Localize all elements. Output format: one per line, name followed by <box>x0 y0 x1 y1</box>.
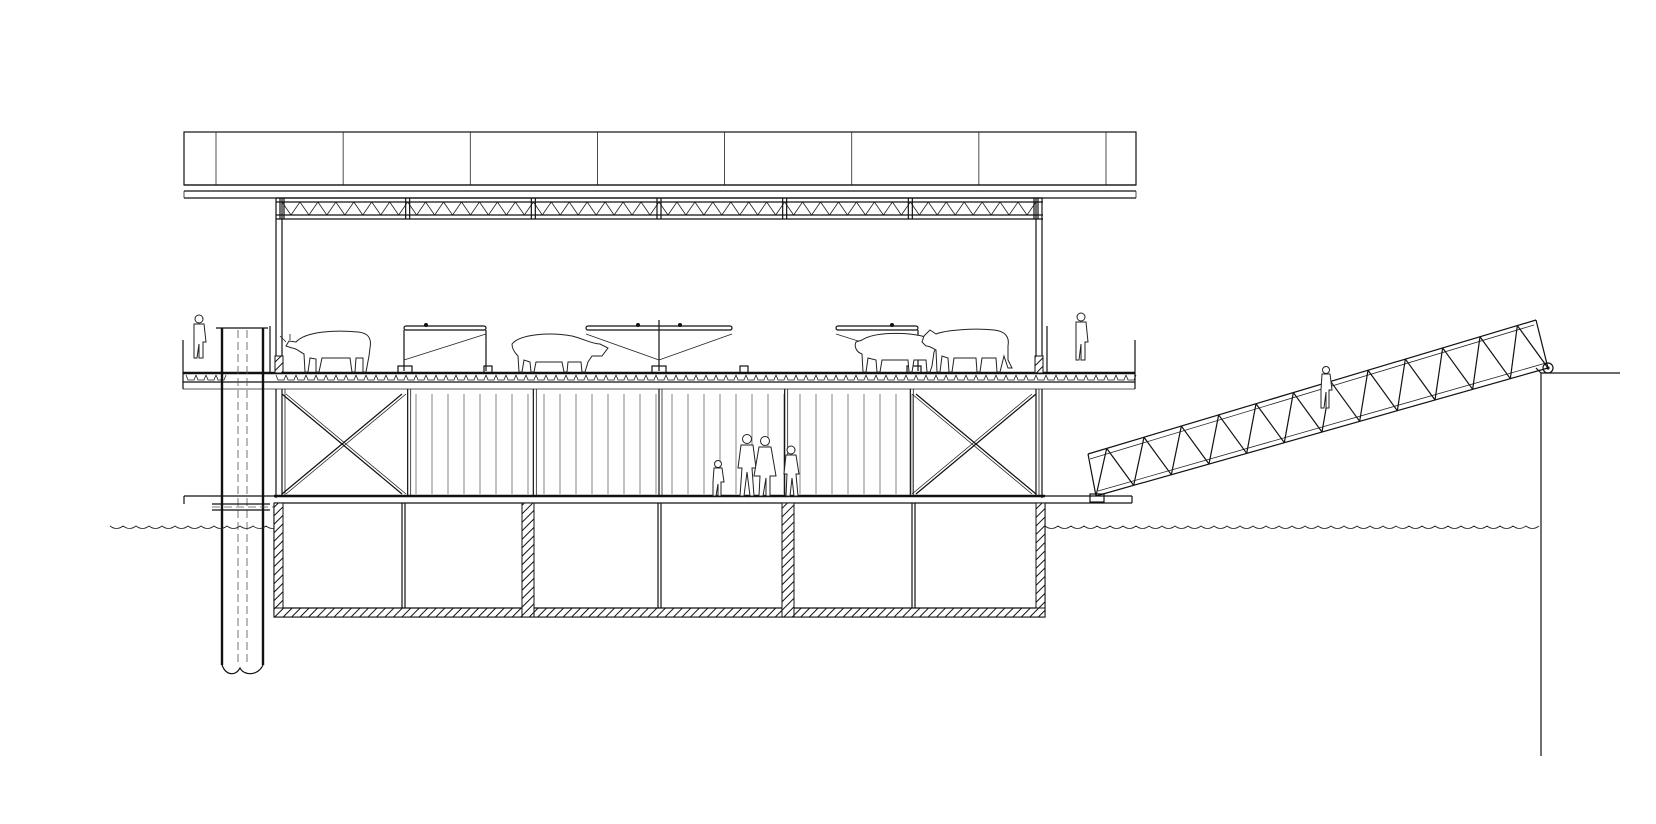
lower-level <box>183 389 1133 511</box>
bridge-diagonal <box>1180 425 1210 465</box>
person-figure <box>712 460 725 497</box>
water-surface <box>109 525 1540 529</box>
person-figure <box>753 436 777 497</box>
bridge-diagonal <box>1479 336 1511 380</box>
cow-figure <box>854 332 939 373</box>
bridge-diagonal <box>1283 392 1294 443</box>
cow-figure <box>279 330 371 373</box>
bridge-diagonal <box>1170 425 1182 475</box>
feeding-barriers <box>397 320 922 374</box>
concrete-pontoon <box>273 502 1046 618</box>
visitors-group <box>712 434 800 497</box>
access-bridge-truss <box>1087 319 1554 503</box>
cow-figure <box>511 333 609 373</box>
person-figure <box>737 434 757 497</box>
cross-bracing-right <box>911 393 1037 495</box>
bridge-diagonal <box>1292 392 1323 433</box>
steel-columns <box>275 198 1043 373</box>
bridge-diagonal <box>1143 436 1172 476</box>
bridge-diagonal <box>1434 347 1444 401</box>
bridge-top-chord <box>1089 324 1535 460</box>
bridge-diagonal <box>1472 336 1481 390</box>
bridge-diagonal <box>1404 358 1436 401</box>
bridge-diagonal <box>1106 448 1135 486</box>
bridge-diagonal <box>1133 437 1145 486</box>
bridge-diagonal <box>1246 403 1257 454</box>
bridge-diagonal <box>1442 347 1474 390</box>
bridge-diagonal <box>1330 381 1361 422</box>
quay-wall <box>1535 367 1620 756</box>
bridge-end-post <box>1087 453 1097 497</box>
bridge-diagonal <box>1509 325 1518 379</box>
bridge-end-post <box>1535 319 1549 369</box>
bridge-diagonal <box>1255 403 1285 444</box>
cows <box>279 328 1013 373</box>
bridge-diagonal <box>1208 414 1220 465</box>
person-figure <box>193 314 207 359</box>
bridge-diagonal <box>1367 369 1398 412</box>
roof-truss <box>276 197 1043 220</box>
people-on-deck <box>193 312 1089 361</box>
bridge-diagonal <box>1396 358 1406 411</box>
bridge-top-chord <box>1087 319 1537 455</box>
cow-figure <box>921 328 1013 373</box>
person-figure <box>1320 366 1333 409</box>
cross-bracing-left <box>281 393 407 495</box>
person-figure <box>1075 312 1089 361</box>
bridge-diagonal <box>1095 448 1108 497</box>
person-figure <box>783 445 800 497</box>
roof-canopy <box>183 131 1137 199</box>
bridge-diagonal <box>1218 414 1248 454</box>
roof-bay-dividers <box>215 132 1107 185</box>
bridge-diagonal <box>1359 370 1369 422</box>
bridge-diagonal <box>1516 325 1549 369</box>
